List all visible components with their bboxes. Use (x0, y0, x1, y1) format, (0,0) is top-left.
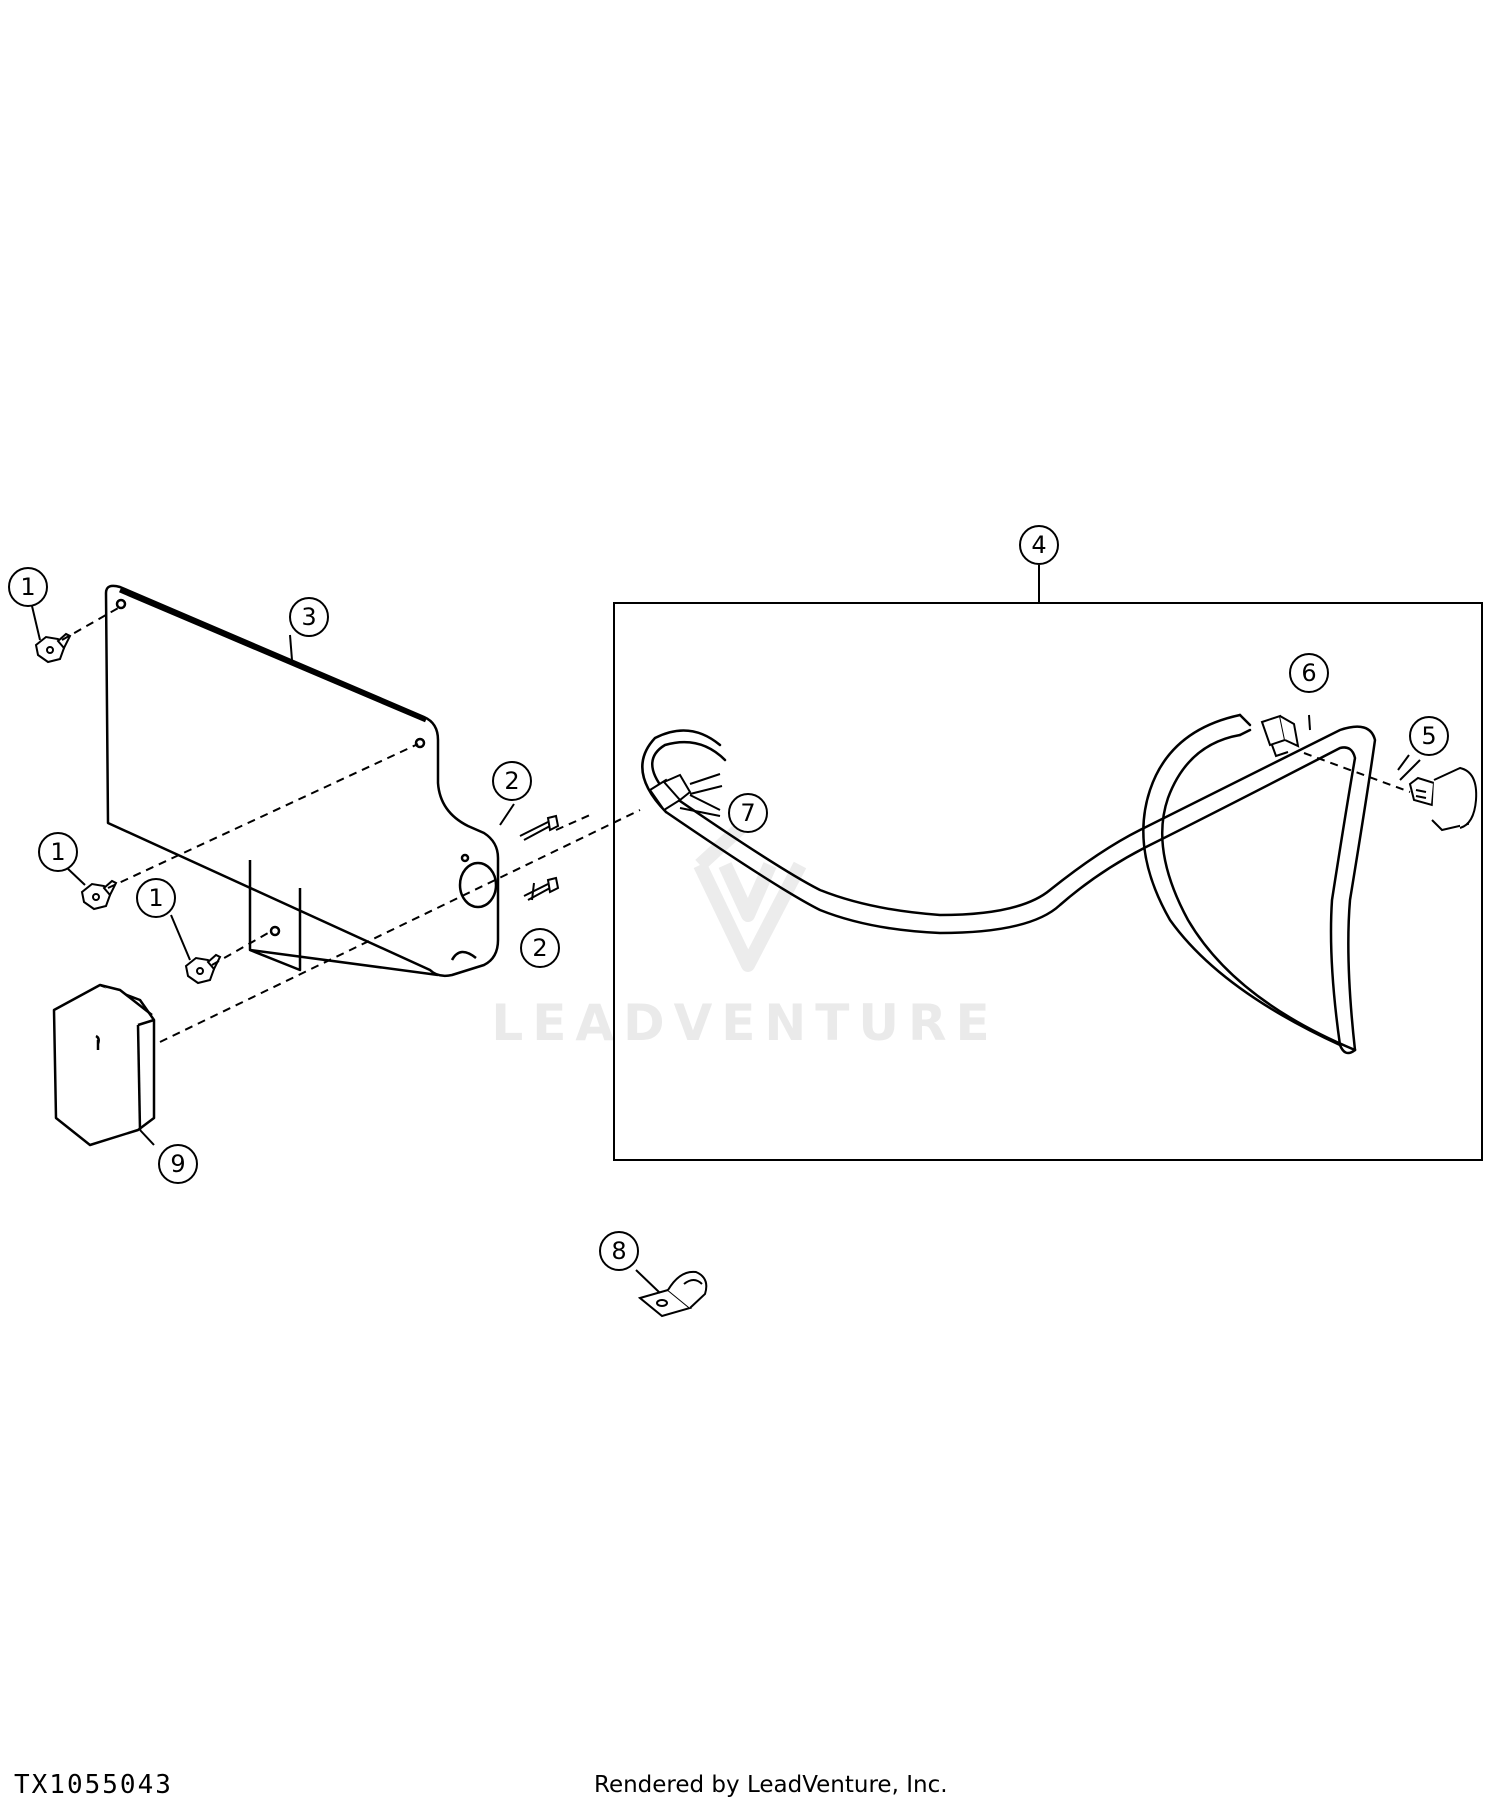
hex-bolt-icon (80, 879, 118, 911)
wiring-harness (641, 713, 1377, 1055)
hex-bolt-icon (184, 953, 222, 985)
screw-icon (519, 814, 560, 841)
callout-label: 1 (50, 838, 65, 866)
callout-bubble[interactable]: 3 (289, 597, 329, 637)
screw-icon (523, 876, 560, 901)
callout-label: 5 (1421, 722, 1436, 750)
callouts: 1 1 1 2 2 3 4 (8, 525, 1449, 1271)
render-credit: Rendered by LeadVenture, Inc. (594, 1772, 948, 1798)
callout-label: 2 (504, 767, 519, 795)
callout-bubble[interactable]: 7 (728, 793, 768, 833)
watermark-text: LEADVENTURE (491, 994, 998, 1052)
callout-label: 1 (148, 884, 163, 912)
leader-lines (31, 605, 1421, 1294)
watermark-logo-icon (693, 804, 807, 972)
callout-label: 8 (611, 1237, 626, 1265)
callout-bubble[interactable]: 6 (1289, 653, 1329, 693)
control-module-icon (52, 983, 156, 1147)
assembly-lines (61, 606, 1411, 1043)
hex-bolt-icon (34, 632, 72, 664)
mounting-bracket (104, 584, 500, 978)
callout-label: 1 (20, 573, 35, 601)
callout-label: 2 (532, 934, 547, 962)
callout-label: 4 (1031, 531, 1046, 559)
callout-bubble[interactable]: 1 (136, 878, 176, 918)
terminal-connector-icon (648, 773, 723, 812)
connector-plug-icon (1408, 766, 1478, 832)
callout-bubble[interactable]: 8 (599, 1231, 639, 1271)
callout-bubble[interactable]: 5 (1409, 716, 1449, 756)
harness-kit-box (613, 602, 1483, 1161)
callout-bubble[interactable]: 9 (158, 1144, 198, 1184)
p-clamp-icon (637, 1270, 708, 1318)
drawing-reference-id: TX1055043 (14, 1770, 173, 1800)
cable-clamp-icon (1260, 714, 1300, 758)
callout-bubble[interactable]: 4 (1019, 525, 1059, 565)
callout-label: 7 (740, 799, 755, 827)
callout-bubble[interactable]: 1 (8, 567, 48, 607)
callout-bubble[interactable]: 1 (38, 832, 78, 872)
callout-label: 9 (170, 1150, 185, 1178)
callout-bubble[interactable]: 2 (492, 761, 532, 801)
callout-label: 3 (301, 603, 316, 631)
callout-label: 6 (1301, 659, 1316, 687)
callout-bubble[interactable]: 2 (520, 928, 560, 968)
